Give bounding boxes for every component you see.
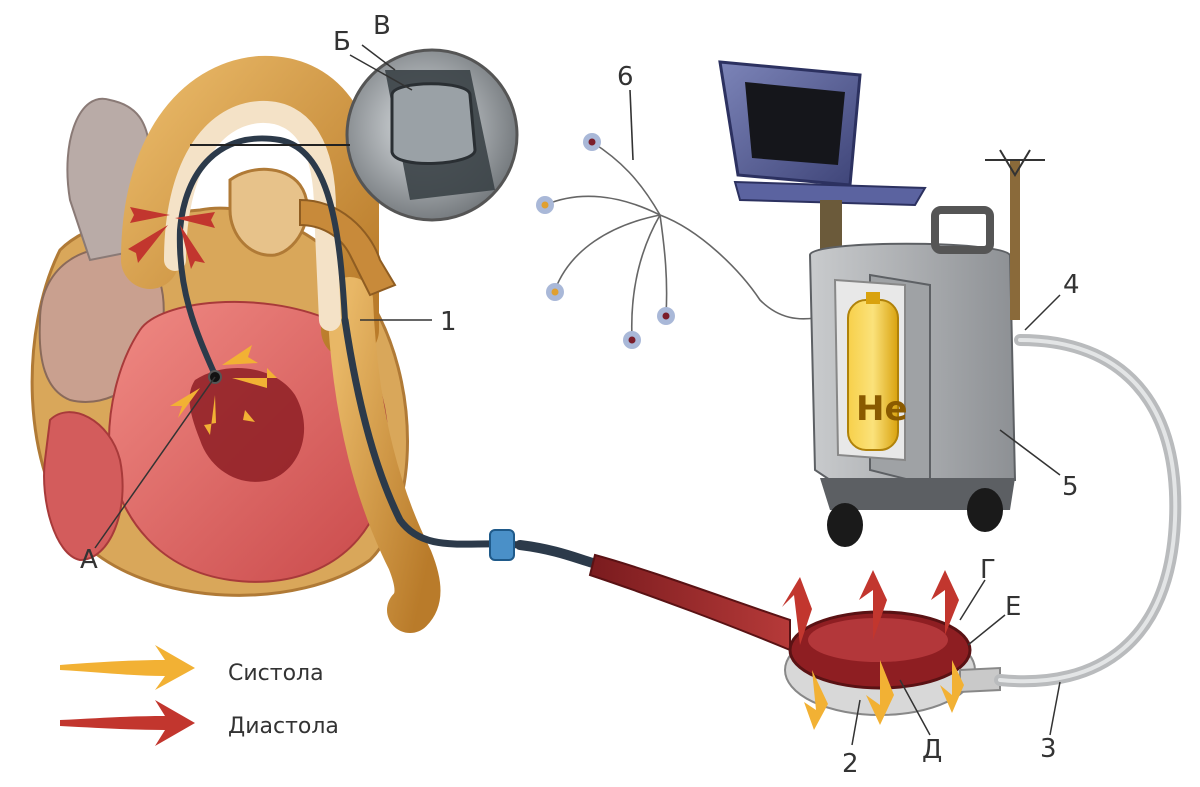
ecg-leads xyxy=(544,89,816,339)
gas-label: He xyxy=(856,389,908,429)
zoom-balloon-ring xyxy=(390,82,477,166)
zoom-lens xyxy=(190,44,519,222)
leader-G xyxy=(959,579,986,621)
leader-4 xyxy=(1024,294,1061,331)
helium-hose xyxy=(994,294,1182,736)
label-1: 1 xyxy=(440,307,457,337)
legend-diastole-label: Диастола xyxy=(228,714,339,739)
leader-3 xyxy=(1049,681,1061,736)
label-V: В xyxy=(373,11,391,41)
aorta-lumen xyxy=(164,100,341,331)
label-B: Б xyxy=(333,27,351,57)
label-E: Е xyxy=(1005,592,1021,622)
iab-catheter-upper xyxy=(176,135,348,378)
pulmonary-artery xyxy=(228,167,309,257)
legend-systole-label: Систола xyxy=(228,661,324,686)
legend-systole-arrow xyxy=(60,645,195,690)
legend: Систола Диастола xyxy=(60,645,339,746)
monitor-screen xyxy=(745,82,845,165)
iv-pole xyxy=(1010,160,1020,320)
iab-catheter-in-heart xyxy=(341,316,524,549)
keyboard xyxy=(733,180,927,207)
label-G: Г xyxy=(980,555,996,585)
console-handle xyxy=(931,206,994,254)
aortic-arch xyxy=(121,55,379,359)
label-4: 4 xyxy=(1063,270,1080,300)
extension-tube xyxy=(588,553,791,652)
diastole-arrows-heart xyxy=(128,207,215,269)
label-A: А xyxy=(80,545,98,575)
label-2: 2 xyxy=(842,749,859,779)
connector-clip xyxy=(489,529,515,561)
wheel xyxy=(827,503,863,547)
labels: 1 2 3 4 5 6 А Б В Г Д Е xyxy=(80,11,1080,779)
iabp-console: He xyxy=(718,60,1061,547)
systole-arrows-pump xyxy=(804,660,964,730)
leader-2 xyxy=(851,699,861,746)
wheel xyxy=(967,488,1003,532)
label-3: 3 xyxy=(1040,734,1057,764)
left-ventricle-cavity xyxy=(189,368,305,482)
heart xyxy=(30,55,524,633)
chamber-top xyxy=(808,618,948,662)
systole-arrows-heart xyxy=(170,345,277,435)
catheter-to-handle xyxy=(489,529,791,652)
leader-A xyxy=(94,376,216,549)
label-5: 5 xyxy=(1062,472,1079,502)
branch-vessel xyxy=(299,198,397,297)
leader-E xyxy=(967,614,1006,646)
label-6: 6 xyxy=(617,62,634,92)
legend-diastole-arrow xyxy=(60,700,195,746)
pump-chamber xyxy=(782,570,1006,746)
leader-5 xyxy=(999,429,1061,476)
label-D: Д xyxy=(922,735,942,765)
diastole-arrows-pump xyxy=(782,570,959,645)
right-ventricle xyxy=(43,411,124,562)
console-base xyxy=(820,478,1015,510)
ecg-electrodes xyxy=(536,133,675,349)
leader-D xyxy=(899,679,931,736)
